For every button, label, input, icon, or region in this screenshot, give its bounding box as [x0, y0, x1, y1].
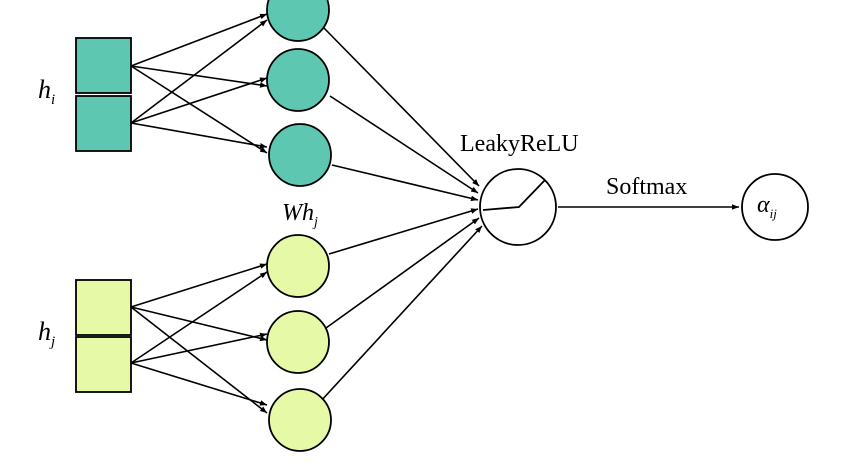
input-hj-boxes: [75, 279, 132, 393]
input-hi-boxes: [75, 37, 132, 152]
whj-node-1: [266, 234, 330, 298]
leakyrelu-curve-icon: [482, 179, 546, 211]
whi-node-3: [268, 123, 332, 187]
whi-node-2: [266, 48, 330, 112]
hi-box-top: [75, 37, 132, 94]
hj-box-top: [75, 279, 132, 336]
alpha-node: [741, 173, 809, 241]
edges-hj-to-whj: [130, 263, 268, 414]
label-hj: hj: [38, 317, 55, 350]
whi-node-1: [266, 0, 330, 42]
whj-node-3: [268, 388, 332, 452]
label-leakyrelu: LeakyReLU: [460, 131, 579, 157]
hj-box-bottom: [75, 336, 132, 393]
label-whj: Whj: [282, 200, 318, 230]
label-hi: hi: [38, 75, 55, 108]
edges-hi-to-whi: [130, 13, 268, 154]
label-alpha: αij: [757, 192, 777, 221]
leakyrelu-node: [479, 168, 557, 246]
hi-box-bottom: [75, 95, 132, 152]
whj-nodes: [266, 234, 332, 452]
edges-to-leakyrelu: [319, 25, 483, 403]
whi-nodes: [266, 0, 332, 187]
label-softmax: Softmax: [606, 174, 687, 200]
whj-node-2: [266, 310, 330, 374]
